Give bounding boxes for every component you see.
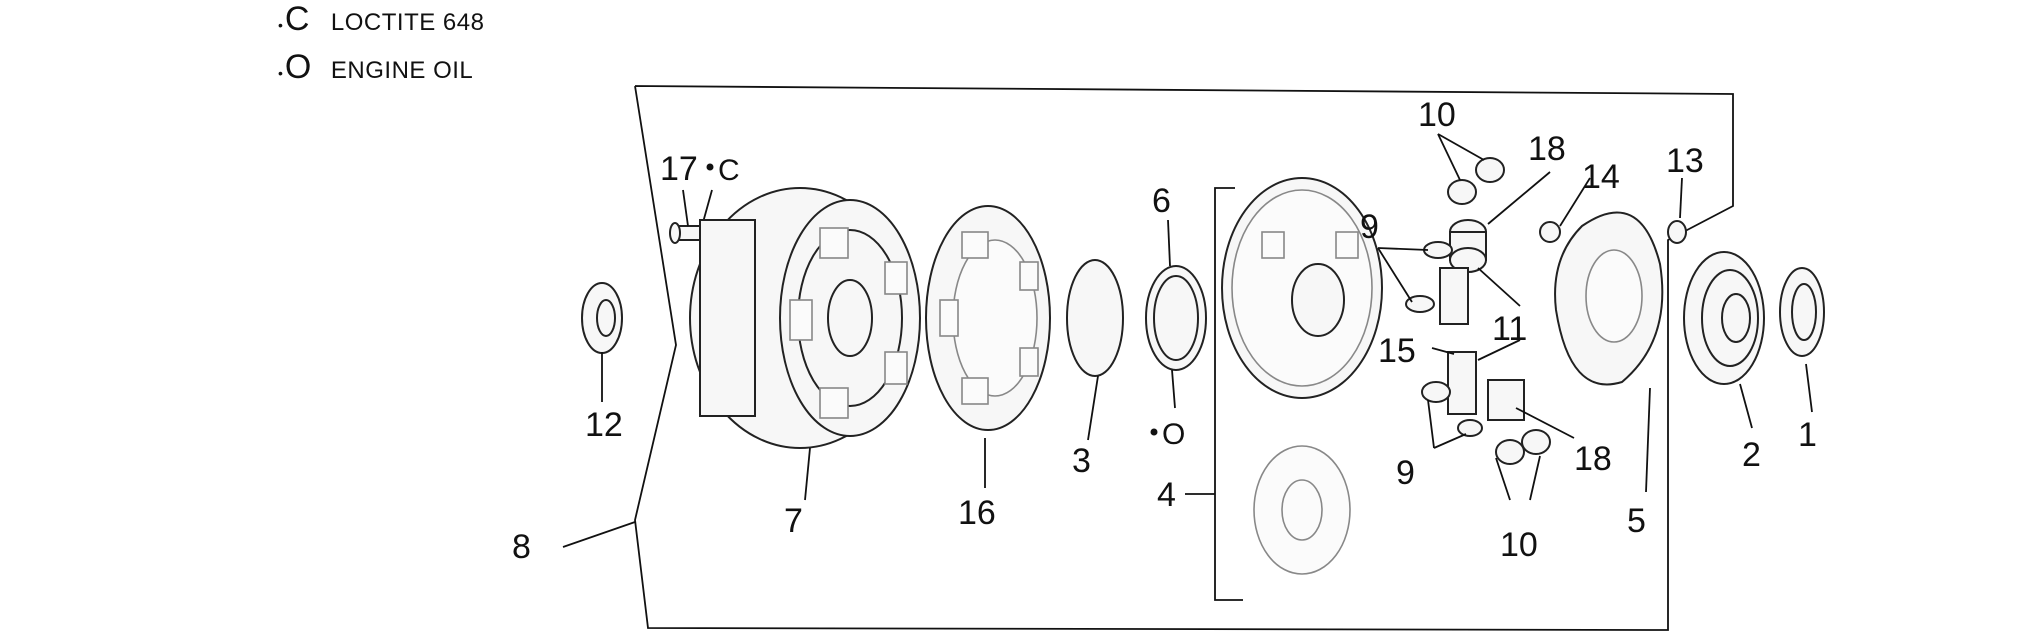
callout-3: 3 (1072, 442, 1091, 480)
legend-text: ENGINE OIL (330, 57, 474, 84)
leader-15 (1431, 347, 1455, 355)
leader-2 (1739, 383, 1753, 429)
legend-row-engine-oil: • O ENGINE OIL (278, 50, 473, 85)
part-12-washer (581, 282, 623, 354)
leader-8 (562, 521, 636, 548)
leader-11b (1477, 339, 1521, 361)
leader-9b1 (1427, 399, 1435, 449)
callout-14: 14 (1582, 158, 1620, 196)
leader-18b (1515, 407, 1575, 439)
assembly-frame (634, 85, 1734, 631)
part-10-caps (1447, 157, 1551, 465)
callout-11: 11 (1492, 310, 1527, 348)
callout-4: 4 (1157, 476, 1176, 514)
part-1-washer (1779, 267, 1825, 357)
bracket-4 (1214, 187, 1243, 601)
leader-17 (682, 189, 689, 227)
leader-9b2 (1433, 433, 1467, 449)
leader-9a2 (1377, 247, 1413, 303)
callout-17-code: C (718, 154, 740, 187)
part-13-nut (1667, 220, 1687, 244)
callout-15: 15 (1378, 332, 1416, 370)
leader-11a (1477, 267, 1521, 307)
leader-5 (1645, 387, 1651, 493)
callout-10b: 10 (1500, 526, 1538, 564)
leader-3 (1087, 375, 1099, 441)
callout-13: 13 (1666, 142, 1704, 180)
leader-6a (1167, 219, 1171, 267)
part-4-small-gear (1253, 445, 1351, 575)
callout-17: 17 (660, 150, 698, 188)
part-14-pin (1539, 221, 1561, 243)
callout-10a: 10 (1418, 96, 1456, 134)
leader-13 (1679, 177, 1683, 219)
callout-16: 16 (958, 494, 996, 532)
callout-1: 1 (1798, 416, 1817, 454)
leader-14 (1559, 177, 1591, 227)
part-11-spring (1439, 267, 1477, 415)
callout-18a: 18 (1528, 130, 1566, 168)
leader-10d (1529, 455, 1541, 501)
leader-10a (1437, 133, 1461, 181)
drop-icon (706, 163, 714, 171)
legend-code: O (284, 48, 312, 86)
legend-text: LOCTITE 648 (330, 9, 485, 36)
leader-10b (1437, 133, 1485, 161)
callout-9b: 9 (1396, 454, 1415, 492)
part-7-clutch-housing (689, 187, 921, 449)
leader-9a1 (1377, 247, 1429, 251)
part-18-spring-lower (1487, 379, 1525, 421)
part-4-primary-gear (1221, 177, 1383, 399)
part-5-spring-plate (1554, 211, 1664, 386)
leader-7 (804, 447, 811, 501)
callout-5: 5 (1627, 502, 1646, 540)
drop-icon (1150, 428, 1158, 436)
part-18-spring-upper (1449, 219, 1487, 273)
drop-icon: • (278, 65, 283, 81)
callout-18b: 18 (1574, 440, 1612, 478)
callout-7: 7 (784, 502, 803, 540)
leader-1 (1805, 363, 1813, 413)
callout-12: 12 (585, 406, 623, 444)
callout-2: 2 (1742, 436, 1761, 474)
callout-9a: 9 (1360, 208, 1379, 246)
callout-8: 8 (512, 528, 531, 566)
part-16-pressure-plate (925, 205, 1051, 431)
part-6-washer (1145, 265, 1207, 371)
leader-18a (1487, 171, 1551, 225)
leader-10c (1495, 457, 1511, 501)
part-3-circlip (1066, 259, 1124, 377)
callout-6: 6 (1152, 182, 1171, 220)
leader-6b (1171, 369, 1176, 409)
drop-icon: • (278, 17, 283, 33)
callout-6-code: O (1162, 418, 1185, 451)
part-2-gear (1683, 251, 1765, 385)
legend-row-loctite: • C LOCTITE 648 (278, 2, 484, 37)
legend-code: C (284, 0, 310, 38)
